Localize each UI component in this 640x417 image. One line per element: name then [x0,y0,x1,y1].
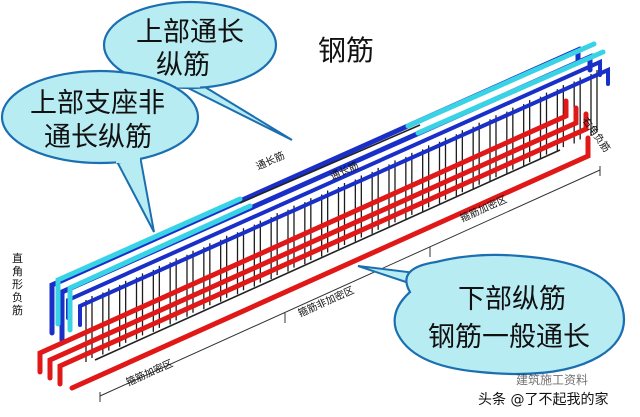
callout-support: 上部支座非 通长纵筋 [0,69,200,233]
bottom-bar-2 [47,105,579,381]
svg-text:直角形负筋: 直角形负筋 [12,251,23,317]
callout-top-through: 上部通长 纵筋 [102,0,293,141]
support-bars [55,41,606,333]
callout-top-line2: 纵筋 [156,50,210,81]
label-right-end: 右角负筋 [580,114,614,154]
callout-bottom-line2: 钢筋一般通长 [428,322,590,353]
support-bar-right-2 [415,49,606,136]
label-stirrup-non-dense: 箍筋非加密区 [296,283,356,319]
diagram-title: 钢筋 [318,34,374,67]
top-bar-2 [59,53,593,343]
bottom-bars [37,98,591,391]
inner-lines [94,124,561,361]
callout-bottom: 下部纵筋 钢筋一般通长 [357,253,626,376]
top-bar-4 [78,66,610,327]
label-right-angle-neg: 直角形负筋 [12,251,23,317]
callout-bottom-line1: 下部纵筋 [458,284,566,315]
support-bar-left-1 [55,196,243,327]
callout-top-line1: 上部通长 [136,17,244,48]
watermark-top: 建筑施工资料 [516,372,588,387]
top-bar-1 [49,46,581,336]
watermark-main: 头条 @了不起我的家 [478,391,608,408]
watermark: 建筑施工资料 头条 @了不起我的家 [478,372,608,408]
bottom-bar-3 [57,111,589,387]
callout-support-line2: 通长纵筋 [44,122,152,153]
support-bar-right-1 [405,41,597,129]
stirrup [590,70,598,136]
label-through-bar-1: 通长筋 [254,149,287,173]
dimension-lines [99,166,601,402]
support-bar-left-2 [67,203,253,333]
bottom-bar-1 [37,98,569,375]
callout-support-line1: 上部支座非 [30,88,165,119]
bottom-bar-4 [69,135,591,391]
